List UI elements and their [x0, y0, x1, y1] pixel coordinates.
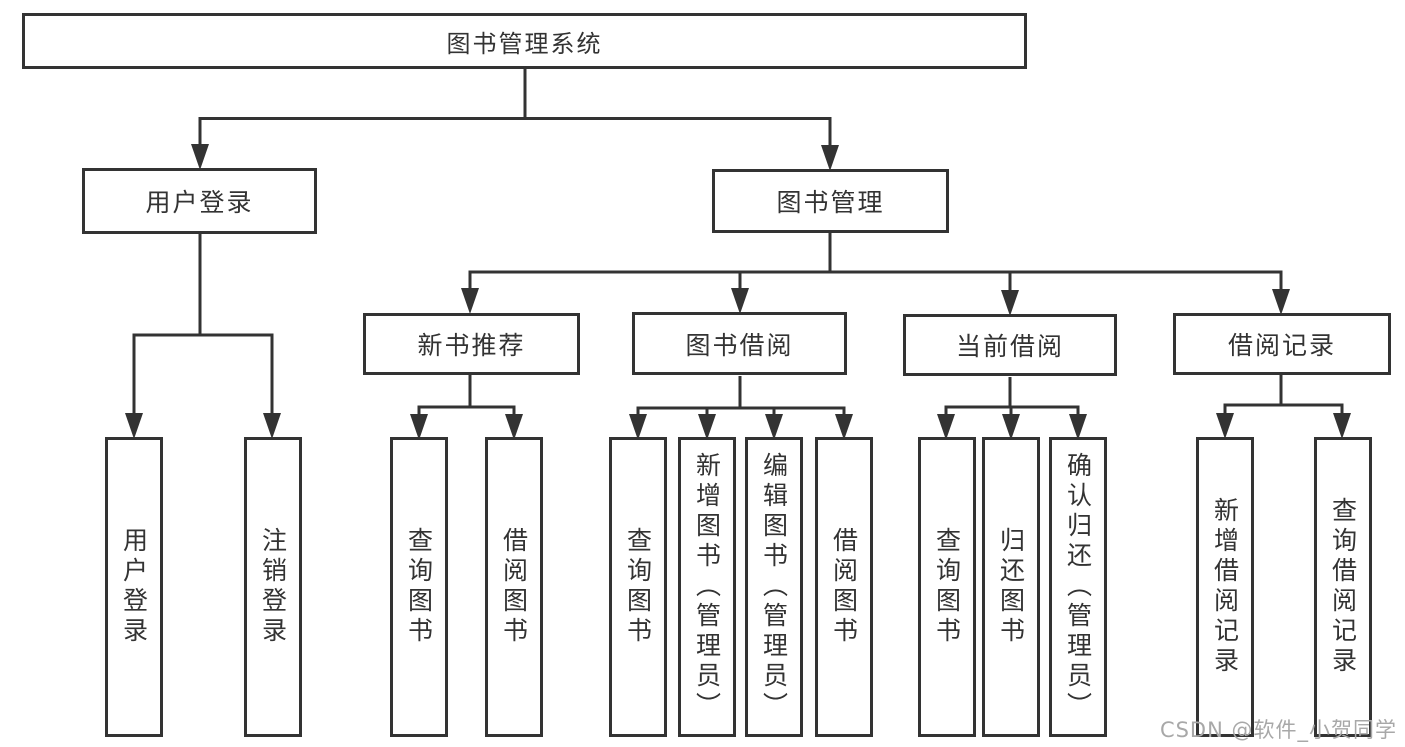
node-query-borrow-record-label: 查询借阅记录: [1328, 497, 1358, 677]
node-borrow-books-2-label: 借阅图书: [829, 527, 859, 647]
arrowhead-edit-books: [765, 414, 783, 440]
arrowhead-add-books: [698, 414, 716, 440]
node-query-books-1: 查询图书: [390, 437, 448, 737]
node-book-borrowing-label: 图书借阅: [685, 330, 794, 360]
csdn-watermark: CSDN @软件_小贺同学: [1159, 718, 1397, 742]
node-query-books-1-label: 查询图书: [404, 527, 434, 647]
node-query-books-3: 查询图书: [918, 437, 976, 737]
node-borrowing-records-label: 借阅记录: [1227, 331, 1336, 360]
arrowhead-query-borrow-record: [1333, 413, 1351, 439]
node-book-management-label: 图书管理: [776, 188, 885, 217]
node-confirm-return-admin-label: 确认归还（管理员）: [1063, 452, 1093, 722]
arrowhead-borrow-books-1: [505, 414, 523, 440]
node-add-borrow-record-label: 新增借阅记录: [1210, 497, 1240, 677]
node-borrow-books-1-label: 借阅图书: [499, 527, 529, 647]
node-book-management: 图书管理: [712, 169, 949, 233]
node-confirm-return-admin: 确认归还（管理员）: [1049, 437, 1107, 737]
node-user-login-label: 用户登录: [145, 188, 254, 217]
arrowhead-query-books-3: [937, 414, 955, 440]
node-new-book-recommend-label: 新书推荐: [417, 331, 526, 360]
arrowhead-book-management: [821, 145, 839, 171]
node-book-borrowing: 图书借阅: [632, 312, 847, 375]
arrowhead-borrowing-records: [1272, 289, 1290, 315]
node-root: 图书管理系统: [22, 13, 1027, 69]
node-add-borrow-record: 新增借阅记录: [1196, 437, 1254, 737]
node-user-login-leaf: 用户登录: [105, 437, 163, 737]
arrowhead-borrow-books-2: [835, 414, 853, 440]
node-edit-books-admin: 编辑图书（管理员）: [745, 437, 803, 737]
node-borrow-books-2: 借阅图书: [815, 437, 873, 737]
arrowhead-book-borrowing: [731, 288, 749, 314]
arrowhead-current-borrowing: [1001, 290, 1019, 316]
node-logout-label: 注销登录: [258, 527, 288, 647]
node-return-books-label: 归还图书: [996, 527, 1026, 647]
node-user-login-leaf-label: 用户登录: [119, 527, 149, 647]
node-add-books-admin: 新增图书（管理员）: [678, 437, 736, 737]
node-borrow-books-1: 借阅图书: [485, 437, 543, 737]
node-current-borrowing: 当前借阅: [903, 314, 1117, 376]
node-edit-books-admin-label: 编辑图书（管理员）: [759, 452, 789, 722]
node-current-borrowing-label: 当前借阅: [955, 332, 1064, 361]
node-logout: 注销登录: [244, 437, 302, 737]
node-query-borrow-record: 查询借阅记录: [1314, 437, 1372, 737]
arrowhead-logout: [263, 413, 281, 439]
arrowhead-query-books-2: [629, 414, 647, 440]
arrowhead-add-borrow-record: [1216, 413, 1234, 439]
node-new-book-recommend: 新书推荐: [363, 313, 580, 375]
node-return-books: 归还图书: [982, 437, 1040, 737]
node-borrowing-records: 借阅记录: [1173, 313, 1391, 375]
node-user-login: 用户登录: [82, 168, 317, 234]
arrowhead-confirm-return: [1069, 414, 1087, 440]
node-query-books-2-label: 查询图书: [623, 527, 653, 647]
arrowhead-user-login-leaf: [125, 413, 143, 439]
arrowhead-user-login: [191, 144, 209, 170]
arrowhead-return-books: [1002, 414, 1020, 440]
arrowhead-query-books-1: [410, 414, 428, 440]
node-query-books-3-label: 查询图书: [932, 527, 962, 647]
arrowhead-new-book-recommend: [461, 288, 479, 314]
node-root-label: 图书管理系统: [446, 29, 603, 58]
node-add-books-admin-label: 新增图书（管理员）: [692, 452, 722, 722]
node-query-books-2: 查询图书: [609, 437, 667, 737]
